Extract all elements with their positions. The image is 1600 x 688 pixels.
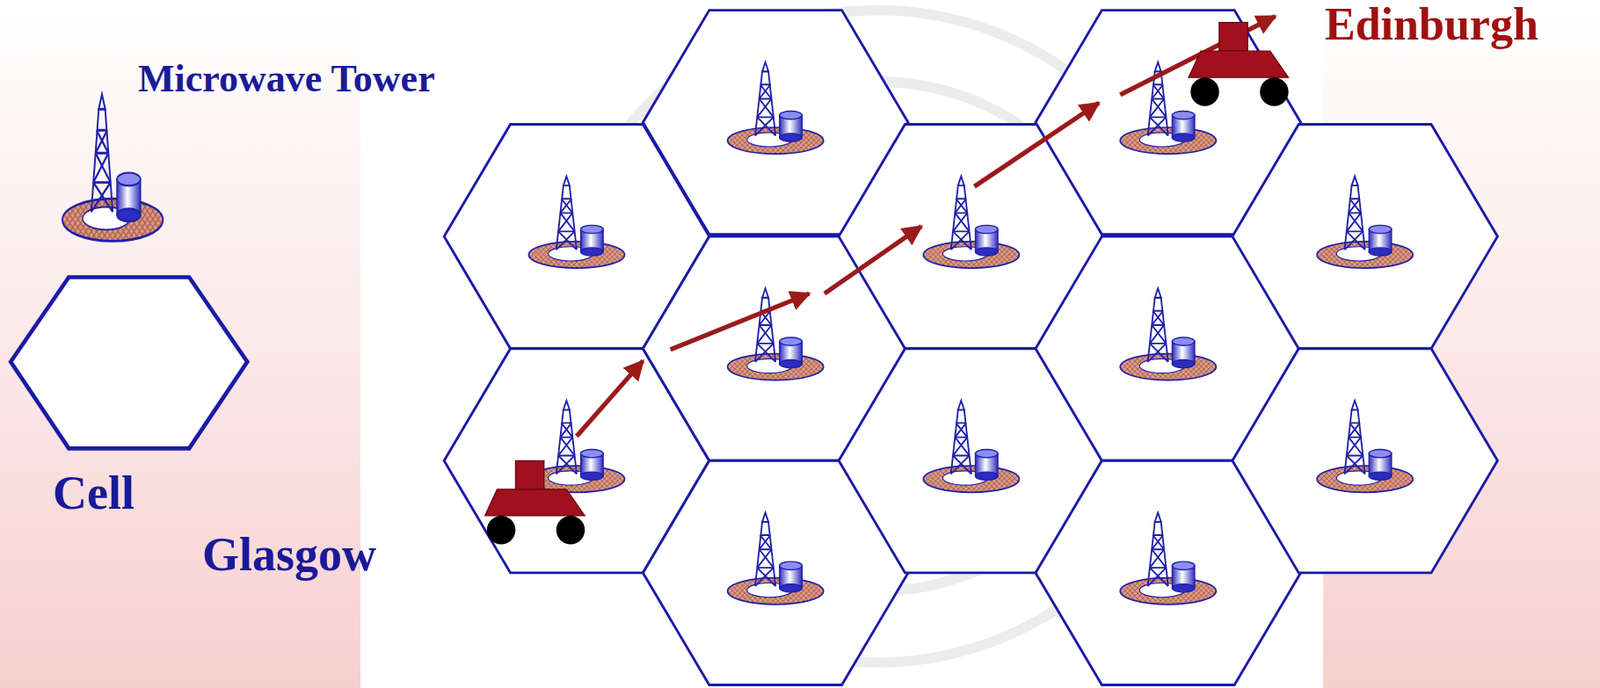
city-label: Edinburgh (1324, 1, 1539, 48)
tower-icon (727, 512, 824, 604)
tower-icon (923, 400, 1019, 493)
tower-icon (1316, 176, 1413, 269)
tower-icon (923, 176, 1019, 269)
cell-hexagon (1232, 124, 1499, 350)
tower-icon (1120, 288, 1216, 380)
cell-hexagon (1232, 349, 1499, 574)
tower-icon (528, 176, 625, 269)
city-label: Glasgow (202, 530, 377, 579)
tower-icon (1120, 512, 1216, 604)
tower-icon (727, 62, 824, 154)
legend-text: Cell (52, 469, 135, 517)
legend-text: Microwave Tower (138, 59, 436, 99)
tower-icon (727, 288, 824, 380)
tower-icon (1316, 400, 1413, 493)
